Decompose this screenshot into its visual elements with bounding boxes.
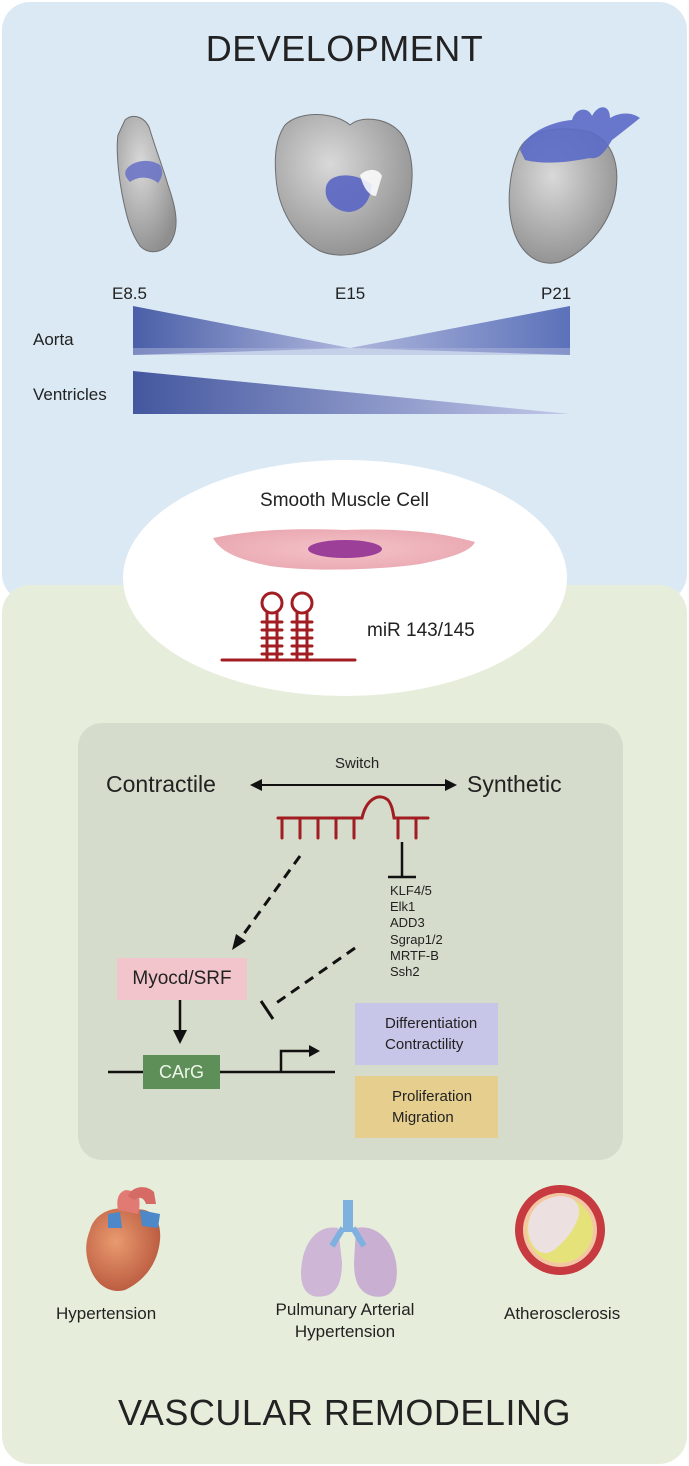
target-gene: Sgrap1/2 (390, 931, 443, 947)
atherosclerosis-label: Atherosclerosis (504, 1304, 621, 1323)
heart-e8-5-icon (116, 115, 177, 253)
pah-label-line1: Pulmunary Arterial (275, 1300, 415, 1319)
carg-label: CArG (159, 1061, 204, 1082)
smooth-muscle-cell-label: Smooth Muscle Cell (260, 490, 429, 511)
effect-contractility: Contractility (385, 1036, 464, 1053)
activation-arrow (173, 999, 187, 1044)
aorta-expression-gradient (133, 306, 570, 355)
vascular-remodeling-title: VASCULAR REMODELING (118, 1392, 571, 1433)
effect-migration: Migration (392, 1109, 454, 1126)
row-label-aorta: Aorta (33, 330, 74, 349)
smooth-muscle-cell-oval (123, 460, 567, 696)
target-gene: MRTF-B (390, 947, 439, 963)
transcription-start-arrowhead (309, 1045, 320, 1057)
mirna-label: miR 143/145 (367, 620, 475, 641)
dashed-activation-arrow (232, 855, 302, 950)
switch-label: Switch (335, 755, 380, 772)
switch-arrow (250, 779, 457, 791)
synthetic-label: Synthetic (467, 771, 562, 797)
ventricles-expression-gradient (133, 371, 570, 414)
target-gene: KLF4/5 (390, 883, 432, 898)
artery-cross-section-icon (515, 1185, 605, 1275)
myocd-srf-box: Myocd/SRF (117, 958, 247, 1000)
heart-p21-icon (508, 107, 640, 264)
row-label-ventricles: Ventricles (33, 385, 107, 404)
stage-label-e8-5: E8.5 (112, 284, 147, 303)
target-gene: Elk1 (390, 899, 416, 915)
upregulated-effects-box: Differentiation Contractility (355, 1003, 498, 1065)
pah-label-line2: Hypertension (294, 1322, 396, 1341)
development-title: DEVELOPMENT (205, 28, 484, 69)
anatomical-heart-icon (86, 1187, 161, 1291)
target-genes-list: KLF4/5 Elk1 ADD3 Sgrap1/2 MRTF-B Ssh2 (390, 883, 443, 980)
heart-e15-icon (274, 114, 413, 256)
target-inhibition-symbol (388, 842, 416, 879)
mirna-hairpin-icon (220, 591, 357, 662)
mirna-target-binding-icon (276, 795, 430, 840)
hypertension-label: Hypertension (56, 1304, 157, 1323)
contractile-label: Contractile (106, 771, 216, 797)
downregulated-effects-box: Proliferation Migration (355, 1076, 498, 1138)
target-gene: Ssh2 (390, 964, 420, 980)
lungs-icon (300, 1200, 397, 1297)
stage-label-p21: P21 (541, 284, 572, 303)
effect-differentiation: Differentiation (385, 1015, 478, 1032)
dashed-inhibition-arrow (259, 946, 356, 1020)
carg-box: CArG (143, 1055, 220, 1089)
stage-label-e15: E15 (335, 284, 366, 303)
smooth-muscle-cell-icon (213, 529, 475, 570)
effect-proliferation: Proliferation (392, 1088, 473, 1105)
myocd-srf-label: Myocd/SRF (132, 968, 232, 989)
target-gene: ADD3 (390, 915, 425, 931)
